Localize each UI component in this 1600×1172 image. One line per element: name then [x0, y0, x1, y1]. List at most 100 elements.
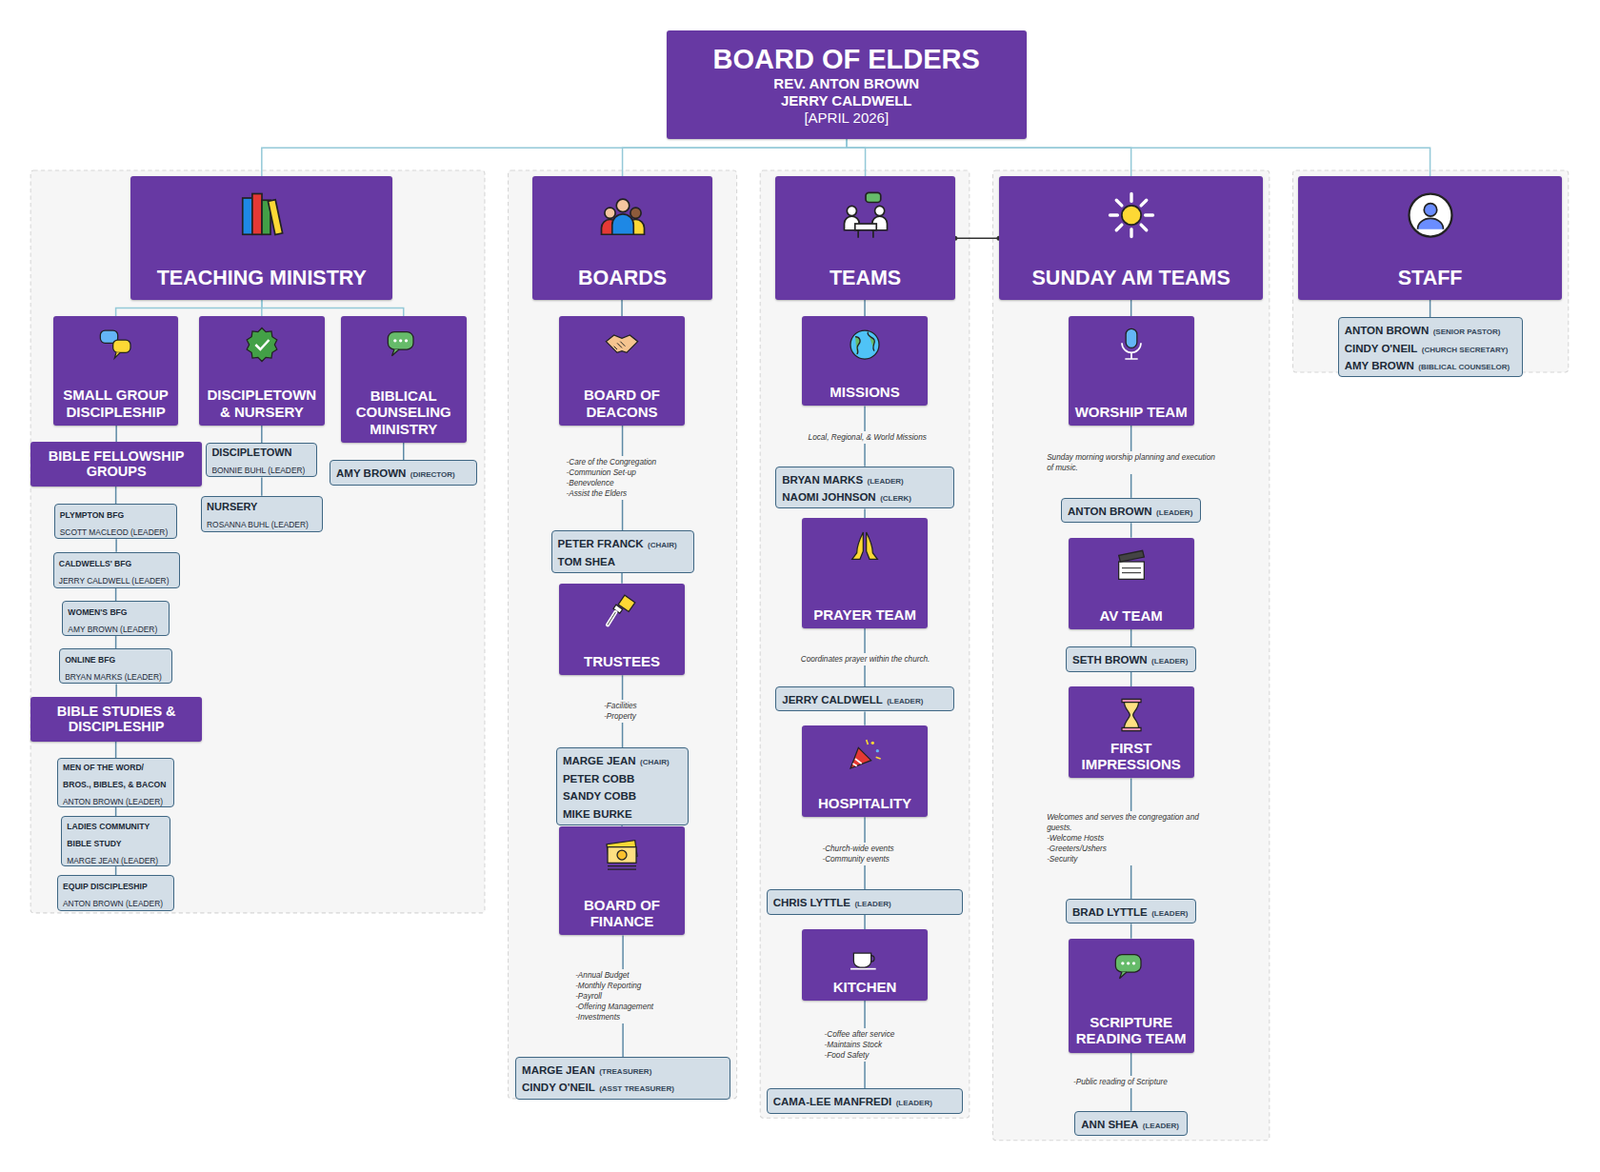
- ministry-box: DISCIPLETOWN & NURSERY: [199, 316, 325, 426]
- node-text: BRYAN MARKS (LEADER): [64, 672, 162, 682]
- connector: [115, 866, 118, 876]
- icon: [845, 527, 884, 566]
- note-text: Welcomes and serves the congregation and…: [1046, 812, 1219, 834]
- note-text: -Monthly Reporting: [575, 980, 674, 992]
- note-text: -Church-wide events: [821, 843, 920, 855]
- node-text: ANTON BROWN (LEADER): [62, 797, 163, 807]
- node-text: MARGE JEAN (LEADER): [66, 856, 159, 866]
- connector: [1429, 300, 1432, 318]
- department-header: STAFF: [1298, 176, 1563, 300]
- connector: [115, 636, 118, 649]
- text-line: SCOTT MACLEOD (LEADER): [60, 521, 173, 540]
- name-box: CHRIS LYTTLE (LEADER): [766, 889, 964, 915]
- node-text: (ASST TREASURER): [599, 1084, 675, 1094]
- text-line: SUNDAY AM TEAMS: [1032, 267, 1231, 291]
- text-line: DISCIPLETOWN: [211, 442, 312, 460]
- node-text: CALDWELLS' BFG: [59, 559, 133, 569]
- name-box: SETH BROWN (LEADER): [1065, 646, 1197, 672]
- node-text: PETER FRANCK: [558, 538, 644, 550]
- connector: [863, 300, 866, 317]
- node-text: CHRIS LYTTLE: [773, 897, 851, 909]
- node-text: SCOTT MACLEOD (LEADER): [60, 527, 168, 538]
- node-text: (CLERK): [880, 494, 912, 503]
- node-text: (LEADER): [1142, 1121, 1180, 1131]
- group-box: NURSERY ROSANNA BUHL (LEADER): [200, 496, 323, 534]
- connector: [620, 300, 623, 317]
- node-text: BIBLE STUDIES & DISCIPLESHIP: [57, 703, 177, 736]
- text-line: SETH BROWN (LEADER): [1072, 650, 1190, 668]
- ministry-box: BOARD OF DEACONS: [559, 316, 685, 426]
- text-line: ANTON BROWN (LEADER): [62, 893, 169, 911]
- node-text: ANTON BROWN: [1067, 505, 1153, 518]
- text-line: BIBLICAL COUNSELING MINISTRY: [345, 387, 462, 438]
- text-line: AMY BROWN (DIRECTOR): [336, 463, 471, 481]
- department-header: SUNDAY AM TEAMS: [999, 176, 1264, 300]
- connector: [863, 508, 866, 519]
- name-box: ANTON BROWN (LEADER): [1060, 498, 1201, 523]
- node-text: DISCIPLETOWN & NURSERY: [206, 386, 317, 420]
- connector: [115, 807, 118, 817]
- node-text: JERRY CALDWELL: [780, 92, 913, 110]
- text-line: BOARD OF ELDERS: [713, 42, 980, 77]
- icon: [242, 325, 281, 364]
- connector: [115, 741, 118, 759]
- node-text: SETH BROWN: [1072, 654, 1148, 666]
- node-text: (LEADER): [886, 697, 923, 706]
- ministry-box: HOSPITALITY: [801, 725, 928, 818]
- connector: [863, 915, 866, 930]
- connector: [1130, 672, 1133, 687]
- node-text: PRAYER TEAM: [813, 606, 917, 623]
- text-line: REV. ANTON BROWN: [773, 75, 920, 93]
- note-text: Local, Regional, & World Missions: [787, 432, 947, 443]
- text-line: MARGE JEAN (CHAIR): [562, 751, 682, 769]
- group-panel: [993, 170, 1270, 1141]
- group-panel: [30, 170, 485, 914]
- ministry-box: WORSHIP TEAM: [1068, 316, 1195, 426]
- text-line: CINDY O'NEIL (ASST TREASURER): [521, 1078, 724, 1096]
- name-box: CAMA-LEE MANFREDI (LEADER): [766, 1088, 964, 1114]
- text-line: CHRIS LYTTLE (LEADER): [773, 893, 958, 911]
- note-text: -Food Safety: [824, 1050, 923, 1061]
- node-text: ROSANNA BUHL (LEADER): [206, 520, 309, 530]
- node-text: BIBLE FELLOWSHIP GROUPS: [48, 448, 185, 480]
- node-text: CINDY O'NEIL: [1344, 342, 1419, 355]
- note-text: -Benevolence: [566, 478, 678, 489]
- connector: [1130, 300, 1133, 317]
- ministry-box: TRUSTEES: [559, 583, 685, 676]
- group-box: WOMEN'S BFGAMY BROWN (LEADER): [61, 600, 170, 637]
- node-text: BOARD OF ELDERS: [713, 42, 980, 77]
- text-line: ANTON BROWN (SENIOR PASTOR): [1344, 320, 1517, 339]
- text-line: PRAYER TEAM: [813, 606, 917, 623]
- icon: [602, 325, 641, 364]
- note-block: -Public reading of Scripture: [1071, 1076, 1195, 1089]
- department-header: TEAMS: [775, 176, 956, 300]
- connector: [1130, 522, 1133, 538]
- text-line: FIRST IMPRESSIONS: [1073, 740, 1190, 774]
- group-header: BIBLE STUDIES & DISCIPLESHIP: [30, 697, 202, 742]
- ministry-box: BIBLICAL COUNSELING MINISTRY: [340, 316, 467, 443]
- node-text: MIKE BURKE: [562, 808, 633, 820]
- ministry-box: SCRIPTURE READING TEAM: [1068, 939, 1195, 1054]
- node-text: (LEADER): [867, 477, 904, 486]
- board-box: BOARD OF ELDERSREV. ANTON BROWNJERRY CAL…: [666, 30, 1027, 140]
- icon: [845, 325, 884, 364]
- ministry-box: KITCHEN: [801, 929, 928, 1001]
- node-text: KITCHEN: [833, 979, 898, 996]
- icon: [597, 189, 649, 241]
- connector: [115, 539, 118, 552]
- text-line: BRAD LYTTLE (LEADER): [1072, 902, 1190, 920]
- note-text: -Care of the Congregation: [566, 457, 678, 468]
- text-line: PLYMPTON BFG: [60, 504, 173, 522]
- text-line: NURSERY: [206, 497, 318, 515]
- group-box: PLYMPTON BFG SCOTT MACLEOD (LEADER): [54, 503, 179, 540]
- group-box: LADIES COMMUNITY BIBLE STUDYMARGE JEAN (…: [60, 816, 171, 867]
- node-text: (LEADER): [896, 1099, 933, 1108]
- node-text: NURSERY: [206, 500, 258, 513]
- group-box: CALDWELLS' BFGJERRY CALDWELL (LEADER): [53, 552, 180, 589]
- note-block: -Church-wide events-Community events: [820, 842, 922, 866]
- group-box: MEN OF THE WORD/ BROS., BIBLES, & BACONA…: [57, 758, 175, 808]
- connector: [846, 139, 1132, 178]
- text-line: BOARD OF DEACONS: [563, 386, 680, 420]
- ministry-box: MISSIONS: [801, 316, 928, 406]
